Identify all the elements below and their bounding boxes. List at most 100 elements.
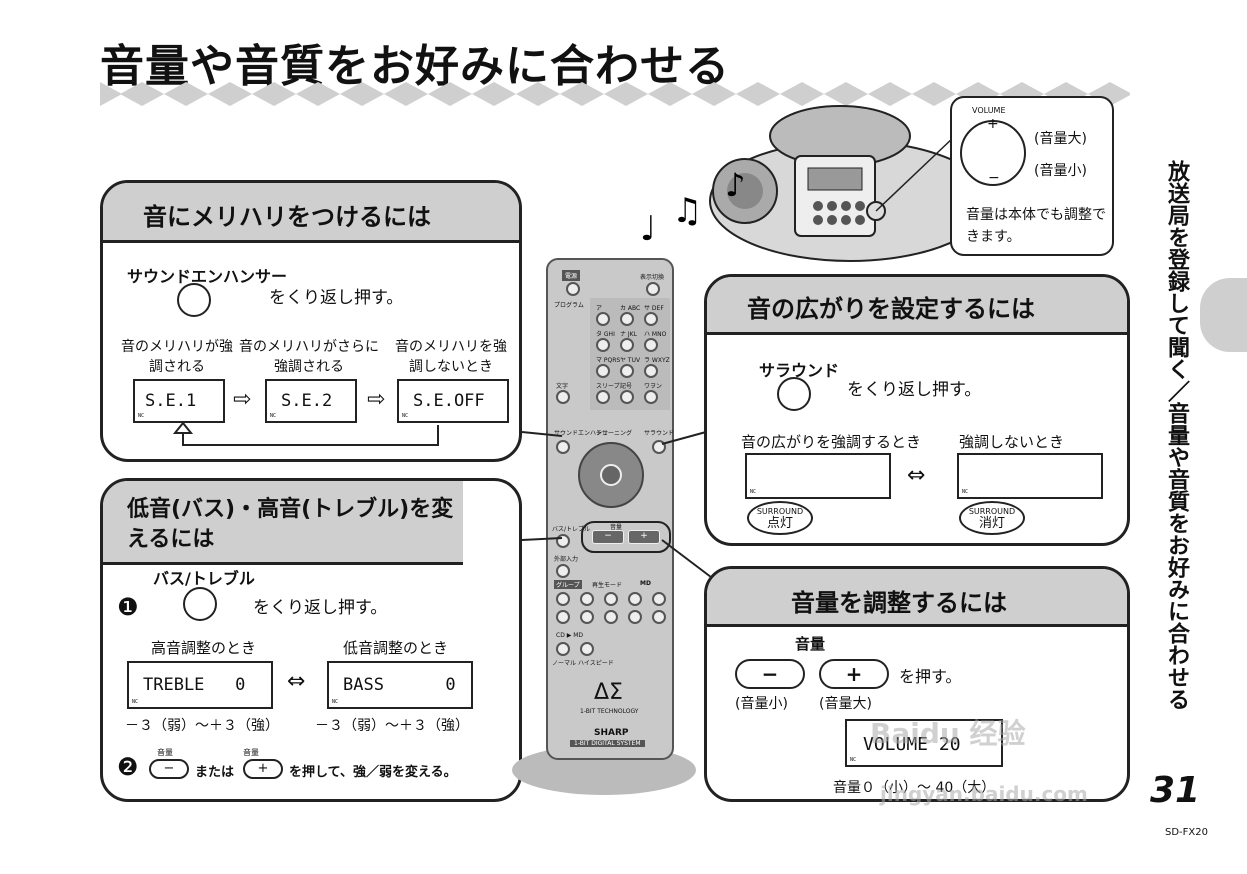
volume-minus-key[interactable]: − <box>149 759 189 779</box>
remote-tech-label: 1-BIT TECHNOLOGY <box>580 708 639 715</box>
remote-key-button[interactable] <box>644 390 658 404</box>
volume-range: 音量０（小）～ 40（大） <box>833 780 996 796</box>
remote-key-label: 文字 <box>556 383 569 390</box>
volume-group-label: 音量 <box>795 635 826 653</box>
remote-key-button[interactable] <box>644 364 658 378</box>
enhancer-button-label: サウンドエンハンサー <box>127 267 288 286</box>
diamond-shape <box>252 82 296 106</box>
bass-treble-button[interactable] <box>183 587 217 621</box>
remote-function-button[interactable] <box>652 610 666 624</box>
remote-surround-button[interactable] <box>652 440 666 454</box>
remote-function-button[interactable] <box>556 610 570 624</box>
remote-bass-treble-label: バス/トレブル <box>552 526 591 533</box>
remote-function-button[interactable] <box>652 592 666 606</box>
treble-caption: 高音調整のとき <box>151 639 257 657</box>
remote-function-button[interactable] <box>556 592 570 606</box>
remote-bass-treble-button[interactable] <box>556 534 570 548</box>
remote-volume-up[interactable]: + <box>628 530 660 544</box>
volume-knob[interactable] <box>960 120 1026 186</box>
remote-key-button[interactable] <box>644 312 658 326</box>
remote-key-button[interactable] <box>596 338 610 352</box>
svg-text:♫: ♫ <box>672 191 702 231</box>
remote-key-button[interactable] <box>620 390 634 404</box>
remote-key-label: カ ABC <box>620 305 641 312</box>
step-2-instruction: を押して、強／弱を変える。 <box>289 765 457 780</box>
diamond-shape <box>868 82 912 106</box>
arrow-both-icon: ⇔ <box>287 669 306 694</box>
bass-treble-heading: 低音(バス)・高音(トレブル)を変えるには <box>103 481 463 565</box>
remote-key-label: ワヲン <box>644 383 663 390</box>
cycle-arrow-icon <box>173 423 439 446</box>
remote-key-button[interactable] <box>556 390 570 404</box>
remote-key-button[interactable] <box>620 364 634 378</box>
surround-heading: 音の広がりを設定するには <box>707 277 1127 335</box>
volume-down-label: (音量小) <box>735 696 788 712</box>
remote-display-switch-label: 表示切換 <box>640 274 665 281</box>
remote-key-label: ナ JKL <box>620 331 637 338</box>
surround-off-caption: 強調しないとき <box>959 433 1065 451</box>
diamond-shape <box>120 82 164 106</box>
volume-plus-button[interactable]: + <box>819 659 889 689</box>
remote-highspeed-button[interactable] <box>580 642 594 656</box>
remote-external-label: 外部入力 <box>554 556 579 563</box>
volume-minus-button[interactable]: − <box>735 659 805 689</box>
or-text: または <box>195 765 235 780</box>
diamond-shape <box>340 82 384 106</box>
enhancer-panel: 音にメリハリをつけるには サウンドエンハンサー をくり返し押す。 音のメリハリが… <box>100 180 522 462</box>
remote-key-button[interactable] <box>620 312 634 326</box>
remote-function-button[interactable] <box>604 592 618 606</box>
arrow-right-icon: ⇨ <box>367 387 386 412</box>
remote-power-button[interactable] <box>566 282 580 296</box>
remote-play-mode-label: 再生モード <box>592 582 623 589</box>
remote-function-button[interactable] <box>628 610 642 624</box>
remote-function-button[interactable] <box>604 610 618 624</box>
surround-button[interactable] <box>777 377 811 411</box>
remote-external-button[interactable] <box>556 564 570 578</box>
diamond-shape <box>648 82 692 106</box>
volume-plus-caption: 音量 <box>243 748 259 757</box>
enhancer-state1-caption: 音のメリハリが強調される <box>121 339 233 375</box>
remote-key-button[interactable] <box>596 390 610 404</box>
model-number: SD-FX20 <box>1165 827 1208 838</box>
remote-function-button[interactable] <box>628 592 642 606</box>
volume-panel: 音量を調整するには 音量 − + を押す。 (音量小) (音量大) VOLUME… <box>704 566 1130 802</box>
remote-key-button[interactable] <box>644 338 658 352</box>
remote-function-button[interactable] <box>580 610 594 624</box>
diamond-shape <box>1088 82 1130 106</box>
diamond-shape <box>692 82 736 106</box>
remote-control: 電源 表示切換 プログラム サウンドエンハンサー チューニング サラウンド バス… <box>546 258 674 760</box>
remote-key-button[interactable] <box>620 338 634 352</box>
surround-instruction: をくり返し押す。 <box>847 380 982 400</box>
unit-volume-up-label: (音量大) <box>1034 131 1087 147</box>
remote-subtitle: 1-BIT DIGITAL SYSTEM <box>570 740 645 747</box>
remote-enhancer-button[interactable] <box>556 440 570 454</box>
remote-key-label: スリープ <box>596 383 620 390</box>
remote-display-button[interactable] <box>646 282 660 296</box>
remote-normal-button[interactable] <box>556 642 570 656</box>
remote-enter-button[interactable] <box>600 464 622 486</box>
remote-power-label: 電源 <box>562 270 581 281</box>
remote-key-label: ア <box>596 305 603 312</box>
diamond-shape <box>736 82 780 106</box>
volume-plus-key[interactable]: + <box>243 759 283 779</box>
diamond-shape <box>428 82 472 106</box>
remote-function-button[interactable] <box>580 592 594 606</box>
volume-knob-minus: − <box>988 170 1000 186</box>
watermark-url: jingyan.baidu.com <box>880 782 1088 806</box>
remote-cd-md-label: CD ▶ MD <box>556 632 584 639</box>
remote-key-button[interactable] <box>596 364 610 378</box>
enhancer-button[interactable] <box>177 283 211 317</box>
surround-panel: 音の広がりを設定するには サラウンド をくり返し押す。 音の広がりを強調するとき… <box>704 274 1130 546</box>
remote-key-label: タ GHI <box>596 331 615 338</box>
enhancer-instruction: をくり返し押す。 <box>269 288 404 308</box>
remote-key-button[interactable] <box>596 312 610 326</box>
remote-volume-down[interactable]: − <box>592 530 624 544</box>
remote-key-label: マ PQRS <box>596 357 621 364</box>
music-notes-icon: ♩ ♫ <box>640 191 702 249</box>
page-number: 31 <box>1150 770 1201 811</box>
remote-surround-label: サラウンド <box>644 430 675 437</box>
unit-volume-down-label: (音量小) <box>1034 163 1087 179</box>
